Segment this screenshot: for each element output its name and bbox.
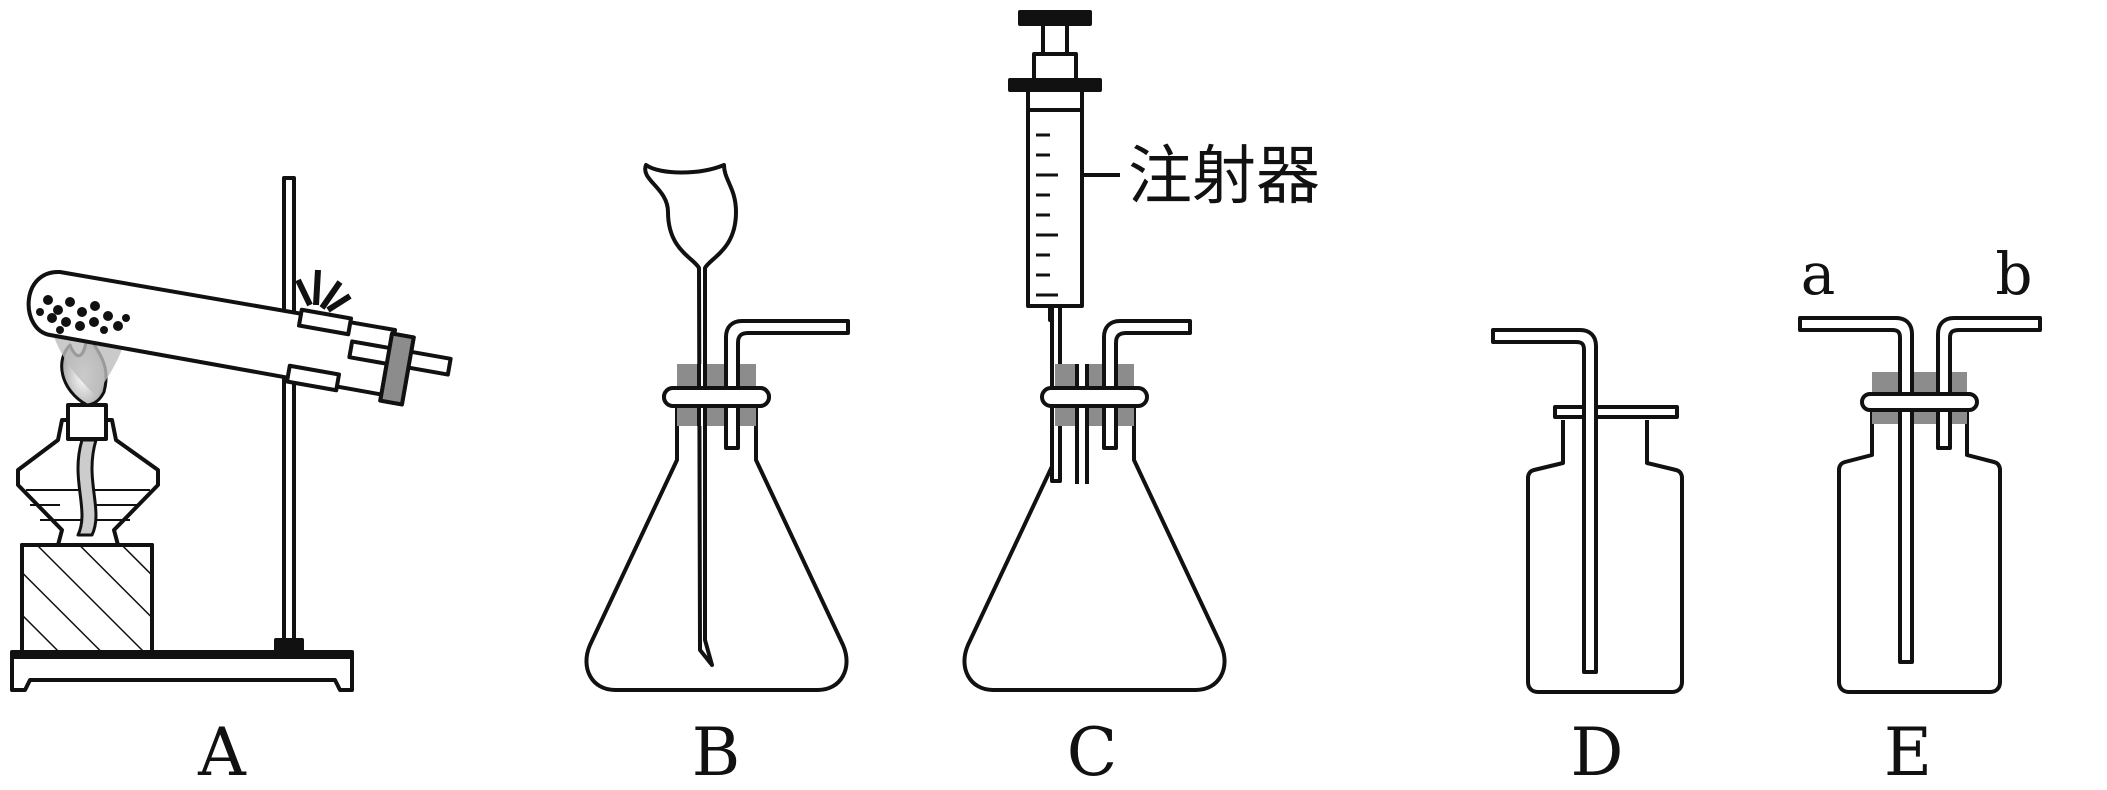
delivery-tube-c (1102, 319, 1192, 450)
test-tube (26, 269, 397, 397)
glass-slide (1553, 405, 1679, 419)
long-neck-funnel (643, 163, 738, 667)
delivery-tube-b (724, 319, 850, 450)
apparatus-b (584, 163, 850, 692)
label-a: A (197, 714, 247, 790)
stand-base (10, 650, 354, 692)
delivery-tube-d (1491, 328, 1598, 674)
label-e: E (1884, 714, 1932, 790)
wooden-block (20, 543, 154, 654)
stand-rod (282, 176, 296, 654)
apparatus-e (1798, 316, 2042, 694)
conical-flask-c (962, 405, 1227, 692)
solid-reagent (36, 295, 130, 334)
stopper-c (1055, 364, 1134, 388)
conical-flask-b (584, 405, 849, 692)
inlet-tube-a (1798, 316, 1914, 664)
clamp (284, 269, 354, 393)
syringe-label: 注射器 (1128, 140, 1320, 214)
lamp-wick (76, 438, 98, 537)
syringe (1008, 10, 1120, 483)
apparatus-a (10, 176, 453, 692)
label-c: C (1067, 714, 1118, 790)
label-b: B (692, 714, 741, 790)
apparatus-d (1491, 328, 1684, 694)
tube-label-b: b (1995, 240, 2032, 308)
label-d: D (1571, 714, 1624, 790)
apparatus-c (962, 10, 1227, 692)
wash-bottle-e (1837, 400, 2002, 694)
tube-label-a: a (1801, 240, 1836, 308)
